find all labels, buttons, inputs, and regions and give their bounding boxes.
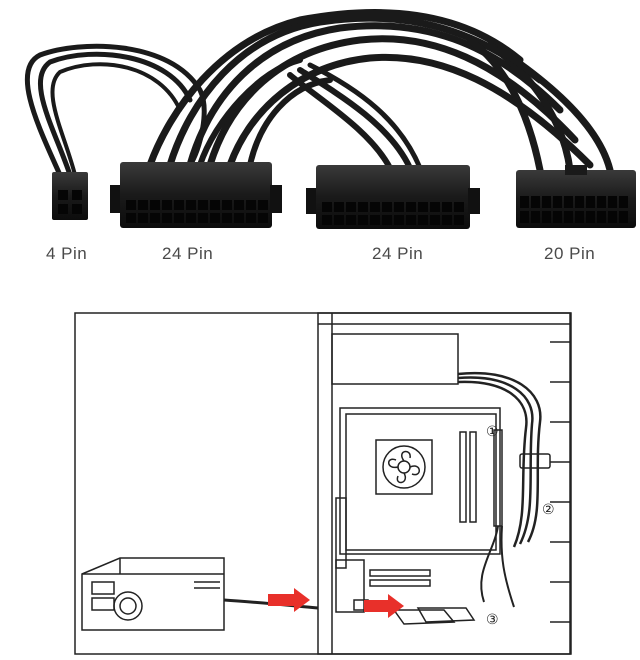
arrow-left: [268, 588, 310, 612]
marker-1: ①: [486, 424, 499, 440]
connector-24pin-left: [110, 162, 282, 228]
cable-bundle: [24, 9, 614, 178]
pc-case: [317, 312, 571, 655]
cable-photo: [24, 9, 636, 229]
connector-20pin: [516, 165, 636, 228]
marker-3: ③: [486, 612, 499, 628]
psu-box: [81, 557, 225, 631]
installation-diagram: ① ② ③: [74, 312, 572, 655]
red-arrows: [268, 588, 404, 618]
ram-slot: [459, 431, 467, 523]
connector-24pin-middle: [306, 165, 480, 229]
label-24pin-left: 24 Pin: [162, 244, 214, 263]
cpu-fan: [375, 439, 433, 495]
marker-2: ②: [542, 502, 555, 518]
connector-4pin: [52, 172, 88, 220]
label-24pin-middle: 24 Pin: [372, 244, 424, 263]
pci-slot: [369, 569, 431, 577]
motherboard: [339, 407, 501, 555]
label-20pin: 20 Pin: [544, 244, 596, 263]
psu-bay: [331, 333, 459, 385]
arrow-right: [364, 594, 404, 618]
label-4pin: 4 Pin: [46, 244, 88, 263]
